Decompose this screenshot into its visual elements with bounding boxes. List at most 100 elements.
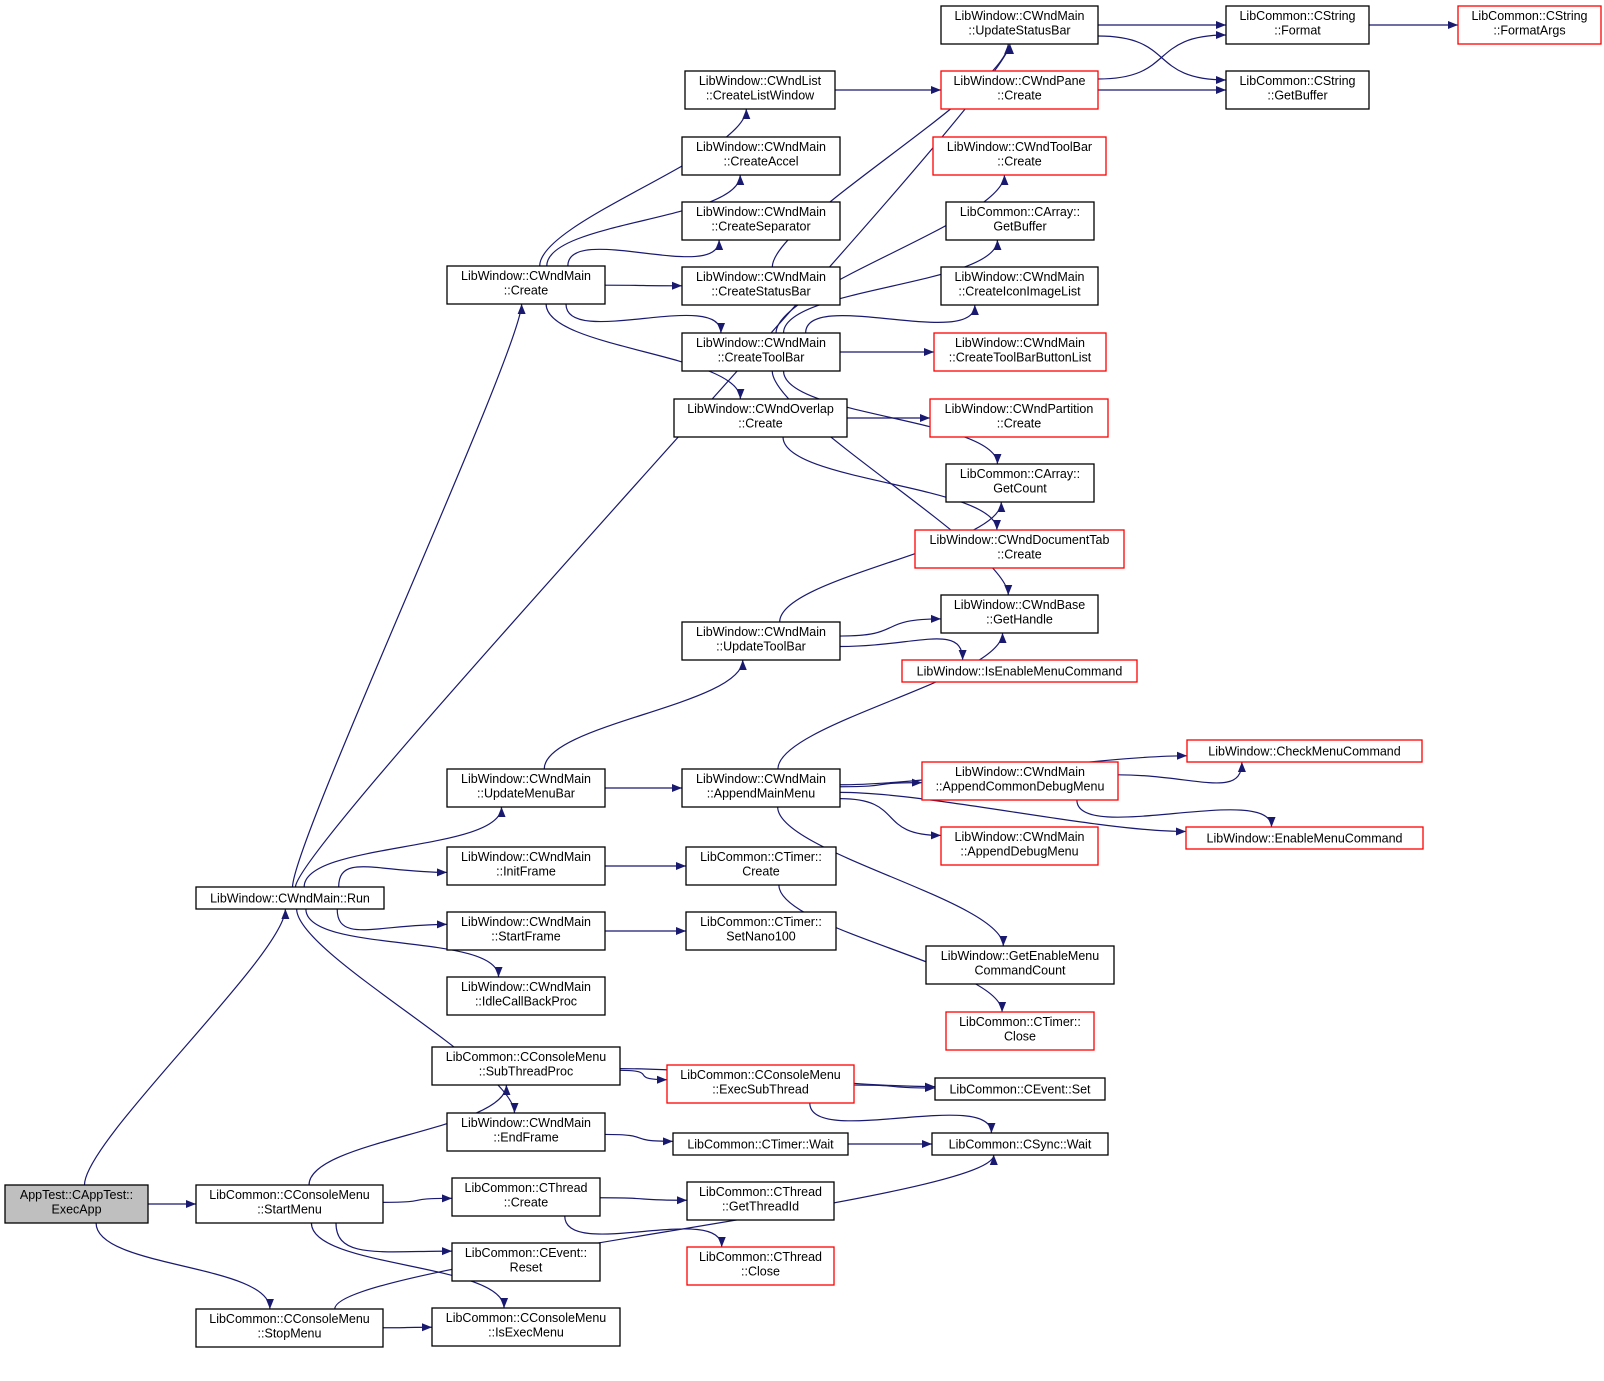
function-node-n1[interactable]: LibWindow::CWndMain::Run (195, 886, 385, 910)
node-label-line2: ::StartFrame (491, 930, 561, 944)
function-node-n7[interactable]: LibWindow::CWndMain::StartFrame (446, 911, 606, 951)
node-label-line2: ::FormatArgs (1493, 24, 1565, 38)
function-node-n12[interactable]: LibCommon::CEvent::Reset (451, 1242, 601, 1282)
node-label-line2: ::CreateStatusBar (711, 285, 810, 299)
function-node-n44[interactable]: LibCommon::CSync::Wait (931, 1132, 1109, 1156)
node-label-line2: ::Create (997, 548, 1042, 562)
node-label-line2: ::Create (738, 417, 783, 431)
node-box (940, 266, 1099, 306)
function-node-n18[interactable]: LibWindow::CWndMain::CreateToolBar (681, 332, 841, 372)
function-node-n23[interactable]: LibCommon::CTimer::SetNano100 (685, 911, 837, 951)
function-node-n47[interactable]: LibCommon::CString::FormatArgs (1457, 5, 1602, 45)
function-node-n24[interactable]: LibCommon::CConsoleMenu::ExecSubThread (666, 1064, 855, 1104)
node-label-line1: LibWindow::CWndMain (955, 765, 1085, 779)
function-node-n48[interactable]: LibWindow::CheckMenuCommand (1186, 739, 1423, 763)
function-node-n16[interactable]: LibWindow::CWndMain::CreateSeparator (681, 201, 841, 241)
edge-n11-n26 (599, 1196, 688, 1205)
node-label-line2: ::SubThreadProc (479, 1065, 574, 1079)
function-node-n21[interactable]: LibWindow::CWndMain::AppendMainMenu (681, 768, 841, 808)
edge-n2-n12 (335, 1222, 453, 1256)
edge-n11-n27 (564, 1215, 726, 1248)
node-label-line2: ::Create (997, 89, 1042, 103)
function-node-n0[interactable]: AppTest::CAppTest::ExecApp (4, 1184, 149, 1224)
function-node-n26[interactable]: LibCommon::CThread::GetThreadId (686, 1181, 835, 1221)
function-node-n42[interactable]: LibCommon::CTimer::Close (945, 1011, 1095, 1051)
function-node-n14[interactable]: LibWindow::CWndList::CreateListWindow (684, 70, 836, 110)
node-box (431, 1307, 621, 1347)
node-label-line2: ExecApp (51, 1203, 101, 1217)
edge-path (291, 303, 526, 888)
function-node-n8[interactable]: LibWindow::CWndMain::IdleCallBackProc (446, 976, 606, 1016)
node-label-line2: ::Create (997, 417, 1042, 431)
node-label-line1: LibWindow::CWndMain::Run (210, 892, 370, 906)
edge-n0-n1 (83, 908, 290, 1186)
function-node-n32[interactable]: LibWindow::CWndMain::CreateIconImageList (940, 266, 1099, 306)
node-box (446, 846, 606, 886)
function-node-n2[interactable]: LibCommon::CConsoleMenu::StartMenu (195, 1184, 384, 1224)
function-node-n34[interactable]: LibWindow::CWndPartition::Create (929, 398, 1109, 438)
node-box (446, 976, 606, 1016)
node-box (195, 1308, 384, 1348)
node-label-line1: LibWindow::CWndBase (954, 598, 1085, 612)
function-node-n27[interactable]: LibCommon::CThread::Close (686, 1246, 835, 1286)
function-node-n39[interactable]: LibWindow::CWndMain::AppendCommonDebugMe… (921, 761, 1119, 801)
function-node-n15[interactable]: LibWindow::CWndMain::CreateAccel (681, 136, 841, 176)
function-node-n28[interactable]: LibWindow::CWndMain::UpdateStatusBar (940, 5, 1099, 45)
function-node-n10[interactable]: LibWindow::CWndMain::EndFrame (446, 1112, 606, 1152)
node-box (431, 1046, 621, 1086)
node-label-line1: LibWindow::CWndDocumentTab (930, 533, 1110, 547)
node-box (681, 201, 841, 241)
function-node-n31[interactable]: LibCommon::CArray::GetBuffer (945, 201, 1095, 241)
node-label-line2: ::AppendMainMenu (707, 787, 815, 801)
function-node-n49[interactable]: LibWindow::EnableMenuCommand (1185, 826, 1424, 850)
node-box (940, 594, 1099, 634)
node-box (686, 1181, 835, 1221)
function-node-n20[interactable]: LibWindow::CWndMain::UpdateToolBar (681, 621, 841, 661)
function-node-n36[interactable]: LibWindow::CWndDocumentTab::Create (914, 529, 1125, 569)
edge-n39-n48 (1117, 761, 1246, 784)
function-node-n11[interactable]: LibCommon::CThread::Create (451, 1177, 601, 1217)
node-box (681, 266, 841, 306)
edge-n21-n39 (839, 778, 923, 788)
edge-path (543, 659, 747, 770)
node-label-line1: LibCommon::CConsoleMenu (446, 1311, 607, 1325)
function-node-n19[interactable]: LibWindow::CWndOverlap::Create (673, 398, 848, 438)
node-label-line2: ::IdleCallBackProc (475, 995, 577, 1009)
function-node-n22[interactable]: LibCommon::CTimer::Create (685, 846, 837, 886)
edge-path (1097, 35, 1227, 84)
edge-path (777, 632, 1007, 770)
node-label-line1: LibCommon::CConsoleMenu (680, 1068, 841, 1082)
node-box (684, 70, 836, 110)
node-label-line1: LibCommon::CEvent::Set (949, 1083, 1091, 1097)
node-label-line2: ::Close (741, 1265, 780, 1279)
edge-n2-n9 (308, 1084, 511, 1186)
node-label-line1: LibWindow::CWndMain (461, 915, 591, 929)
function-node-n33[interactable]: LibWindow::CWndMain::CreateToolBarButton… (933, 332, 1107, 372)
function-node-n9[interactable]: LibCommon::CConsoleMenu::SubThreadProc (431, 1046, 621, 1086)
function-node-n35[interactable]: LibCommon::CArray::GetCount (945, 463, 1095, 503)
function-node-n25[interactable]: LibCommon::CTimer::Wait (672, 1132, 849, 1156)
edge-path (604, 281, 683, 290)
node-box (901, 659, 1138, 683)
function-node-n43[interactable]: LibCommon::CEvent::Set (934, 1077, 1106, 1101)
function-node-n5[interactable]: LibWindow::CWndMain::UpdateMenuBar (446, 768, 606, 808)
node-box (931, 1132, 1109, 1156)
node-label-line2: ::Create (504, 1196, 549, 1210)
function-node-n46[interactable]: LibCommon::CString::GetBuffer (1225, 70, 1370, 110)
function-node-n45[interactable]: LibCommon::CString::Format (1225, 5, 1370, 45)
edge-path (539, 108, 751, 267)
function-node-n6[interactable]: LibWindow::CWndMain::InitFrame (446, 846, 606, 886)
function-node-n13[interactable]: LibCommon::CConsoleMenu::IsExecMenu (431, 1307, 621, 1347)
function-node-n17[interactable]: LibWindow::CWndMain::CreateStatusBar (681, 266, 841, 306)
edge-path (305, 908, 503, 978)
function-node-n38[interactable]: LibWindow::IsEnableMenuCommand (901, 659, 1138, 683)
function-node-n4[interactable]: LibWindow::CWndMain::Create (446, 265, 606, 305)
function-node-n30[interactable]: LibWindow::CWndToolBar::Create (932, 136, 1107, 176)
function-node-n29[interactable]: LibWindow::CWndPane::Create (940, 70, 1099, 110)
function-node-n40[interactable]: LibWindow::CWndMain::AppendDebugMenu (940, 826, 1099, 866)
function-node-n3[interactable]: LibCommon::CConsoleMenu::StopMenu (195, 1308, 384, 1348)
function-node-n37[interactable]: LibWindow::CWndBase::GetHandle (940, 594, 1099, 634)
edge-n1-n6 (338, 866, 448, 888)
